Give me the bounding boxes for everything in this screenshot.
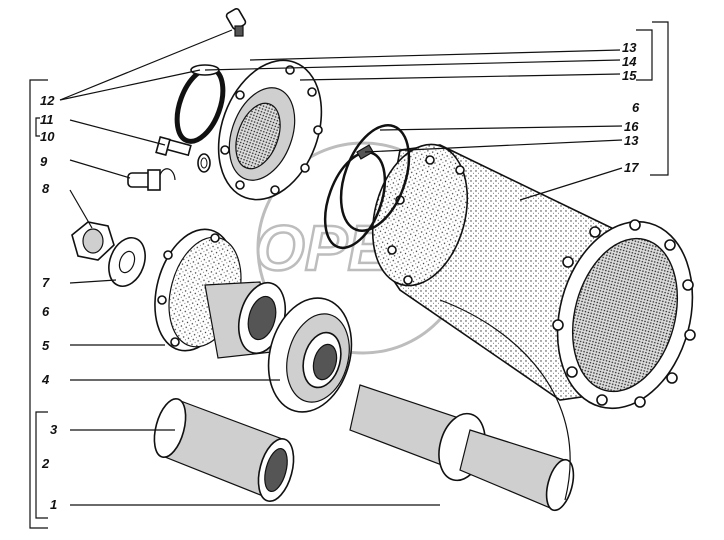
label-14: 14	[622, 54, 637, 69]
flange-part-5	[154, 228, 287, 359]
label-6-left: 6	[42, 304, 50, 319]
washer-part-7	[108, 236, 146, 288]
label-12: 12	[40, 93, 55, 108]
callout-labels: 12 11 10 9 8 7 6 5 4 3 2 1 13 14 15 6 16…	[40, 40, 640, 512]
label-11: 11	[40, 112, 54, 127]
shaft-part-1	[349, 299, 575, 512]
plug-part-9	[127, 168, 176, 191]
grease-fitting-part-13-top	[225, 8, 247, 37]
housing-part-17	[371, 143, 696, 410]
label-6-right: 6	[632, 100, 640, 115]
label-5: 5	[42, 338, 50, 353]
nut-part-8	[71, 221, 115, 261]
label-10: 10	[40, 129, 55, 144]
label-17: 17	[624, 160, 639, 175]
cover-flange-part-15	[217, 59, 323, 201]
label-9: 9	[40, 154, 48, 169]
label-13-mid: 13	[624, 133, 639, 148]
label-2: 2	[41, 456, 50, 471]
label-7: 7	[42, 275, 50, 290]
label-13-top: 13	[622, 40, 637, 55]
label-4: 4	[41, 372, 50, 387]
label-16: 16	[624, 119, 639, 134]
housing-bolt-holes	[387, 155, 696, 408]
label-8: 8	[42, 181, 50, 196]
bearing-part-4	[267, 297, 353, 413]
label-1: 1	[50, 497, 57, 512]
sleeve-part-3	[153, 397, 295, 502]
bolt-part-11	[155, 135, 211, 173]
label-3: 3	[50, 422, 58, 437]
label-15: 15	[622, 68, 637, 83]
leader-lines	[29, 21, 669, 529]
